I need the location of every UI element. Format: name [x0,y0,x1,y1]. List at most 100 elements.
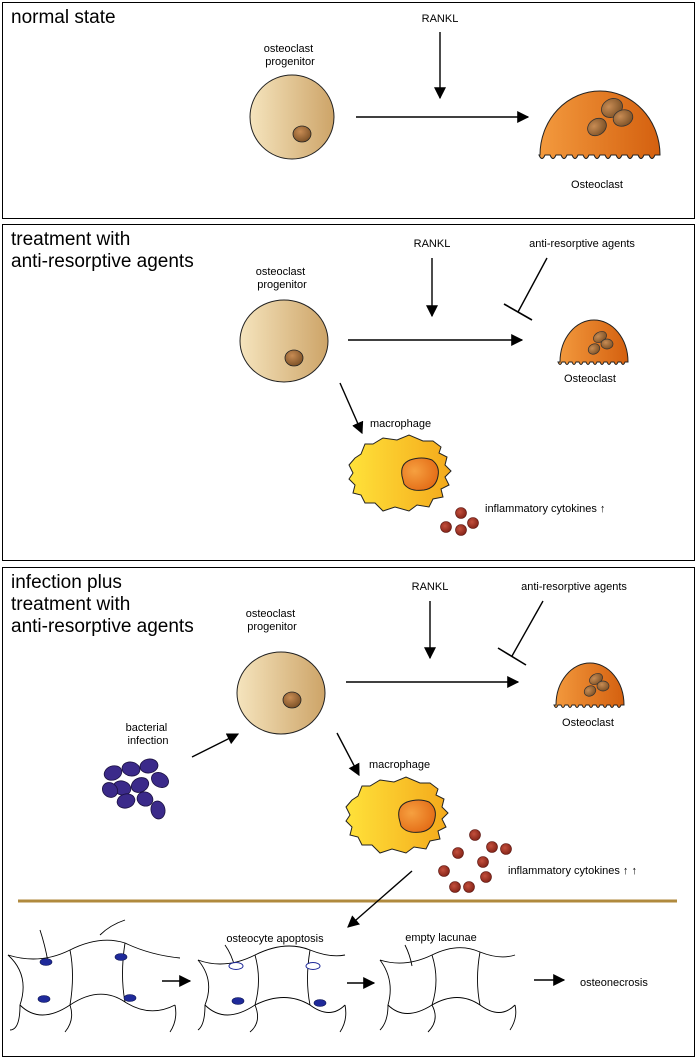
lattice-line [249,1004,259,1033]
cytokine [486,841,498,853]
cytokine [463,881,475,893]
cytokine [467,517,479,529]
progenitor-nucleus [284,349,304,367]
bacterium [130,777,150,793]
apoptosis-label: osteocyte apoptosis [226,933,324,945]
panel-anti-resorptive: treatment with anti-resorptive agents [2,224,695,561]
lattice-line [197,959,346,1016]
osteoclast-nucleus [600,338,614,350]
lattice-line [307,949,311,1006]
cytokine [480,871,492,883]
infection-arrow [191,733,240,758]
macrophage-arrow [336,732,360,777]
osteoclast-progenitor-cell [236,651,326,735]
macrophage-cell [348,434,452,512]
cytokine [469,829,481,841]
cytokine [449,881,461,893]
apoptotic-osteocyte [305,962,321,970]
osteocyte [37,995,51,1003]
osteocyte [231,997,245,1005]
lattice-line [477,951,481,1006]
anti-resorptive-label: anti-resorptive agents [521,581,627,593]
lattice-line [379,959,516,1014]
bone-lattice-empty [379,944,517,1033]
lattice-line [509,1004,517,1031]
progenitor-nucleus [292,125,312,143]
osteoclast-cell [553,662,625,708]
inhibition-line [511,600,544,657]
osteocyte [313,999,327,1007]
bacteria-label-line2: infection [128,735,169,747]
progenitor-label-line2: progenitor [247,621,297,633]
lattice-line [69,949,73,1006]
bone-damage-arrow [347,870,413,928]
macrophage-label: macrophage [370,418,431,430]
lattice-line [39,929,49,963]
bacterium [150,800,166,820]
cytokine [440,521,452,533]
bacteria-label: bacterial infection [126,722,171,747]
cytokine [455,524,467,536]
cytokine [455,507,467,519]
bacteria-cluster [101,758,169,820]
osteoclast-progenitor-cell [249,74,335,160]
osteoclast-nucleus [583,685,597,697]
cytokine [438,865,450,877]
osteoclast-nucleus [587,343,601,355]
osteoclast-progenitor-cell [239,299,329,383]
lattice-line [99,919,126,936]
cytokines-label: inflammatory cytokines ↑ [485,503,605,515]
osteoclast-nucleus [596,680,610,692]
lattice-line [64,1004,73,1033]
osteoclast-cell [557,319,629,365]
cytokine [500,843,512,855]
lattice-line [339,1004,347,1033]
bone-lattice-apoptosis [197,944,347,1033]
osteonecrosis-label: osteonecrosis [580,977,648,989]
bacteria-label-line1: bacterial [126,722,168,734]
lattice-line [122,942,126,1003]
cytokine-cluster [438,829,512,893]
panel-title: normal state [11,7,116,28]
bacterium [103,765,123,781]
cytokines-label: inflammatory cytokines ↑ ↑ [508,865,637,877]
lattice-line [197,945,346,965]
lattice-line [254,954,259,1006]
lattice-line [7,954,176,1016]
osteoclast-label: Osteoclast [571,179,623,191]
osteoclast-nucleus [612,109,634,127]
lattice-line [9,1004,21,1031]
progenitor-label-line1: osteoclast [246,608,296,620]
cytokine [452,847,464,859]
macrophage-nucleus [398,799,436,833]
progenitor-label-line2: progenitor [257,279,307,291]
macrophage-arrow [339,382,364,435]
progenitor-label-line2: progenitor [265,56,315,68]
progenitor-label: osteoclast progenitor [264,43,317,68]
lattice-line [431,954,437,1006]
osteocyte [39,958,53,966]
bacterium [136,791,154,807]
lattice-line [404,944,413,967]
bacterium [101,782,119,798]
osteocyte [123,994,137,1002]
bacterium [116,793,136,809]
anti-resorptive-label: anti-resorptive agents [529,238,635,250]
rankl-label: RANKL [422,13,459,25]
cytokine [477,856,489,868]
macrophage-label: macrophage [369,759,430,771]
lattice-line [379,1004,389,1031]
inhibition-bar [497,647,527,666]
lacunae-label: empty lacunae [405,932,477,944]
progenitor-nucleus [282,691,302,709]
osteoclast-nucleus [587,117,607,137]
apoptotic-osteocyte [228,962,244,970]
lattice-line [169,1004,177,1033]
bone-lattice-healthy [7,919,181,1033]
inhibition-bar [503,303,533,321]
progenitor-label-line1: osteoclast [256,266,306,278]
macrophage-cell [345,776,449,854]
panel-title: infection plus treatment with anti-resor… [11,572,194,637]
bacterium [121,761,141,777]
